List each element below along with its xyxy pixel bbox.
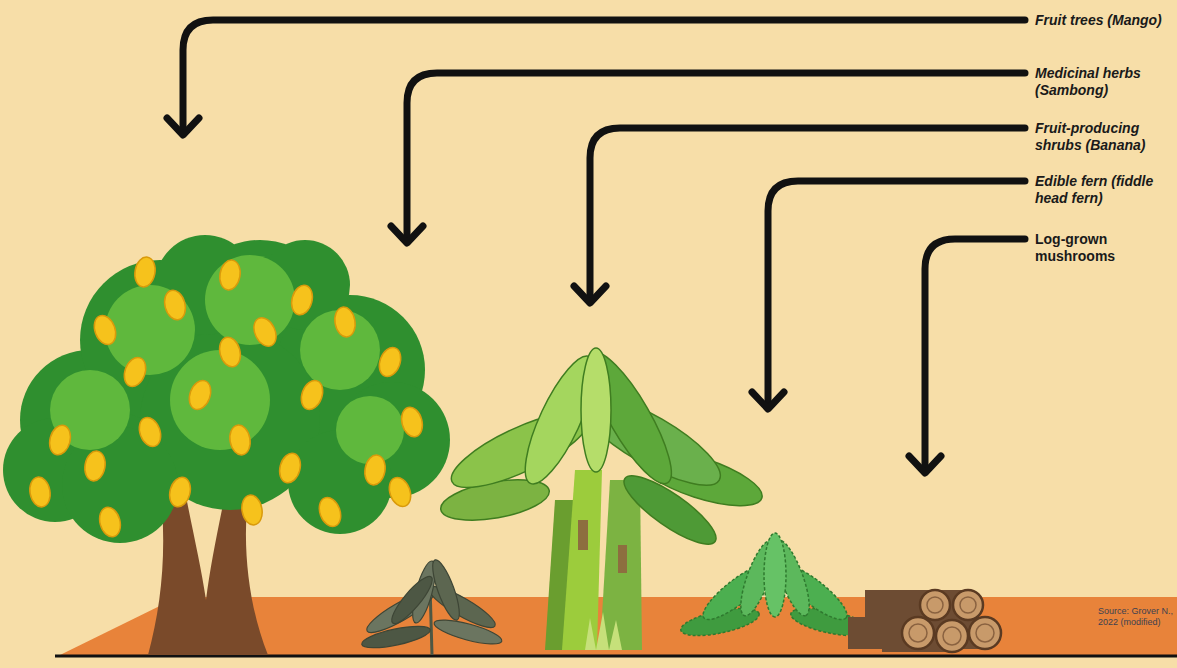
mango-fruit: [228, 423, 253, 456]
mango-fruit: [90, 312, 119, 347]
mango-fruit: [185, 377, 214, 412]
log-end: [953, 590, 983, 620]
log-ring: [943, 627, 961, 645]
mango-fruit: [133, 255, 158, 288]
banana-stem: [600, 480, 642, 650]
canopy-highlight: [105, 285, 195, 375]
log-ring: [927, 597, 943, 613]
mango-fruit: [398, 405, 425, 439]
banana-leaf: [581, 348, 611, 472]
arrow-head: [752, 392, 784, 409]
arrow-head: [574, 286, 606, 303]
leader-label: Fruit-producing shrubs (Banana): [1035, 120, 1175, 154]
leader-line: [768, 181, 1025, 406]
herb-leaf: [428, 557, 465, 623]
mango-fruit: [385, 474, 414, 509]
herb-leaf: [360, 622, 432, 652]
canopy-highlight: [170, 350, 270, 450]
arrow-head: [167, 118, 199, 135]
mango-fruit: [363, 453, 388, 486]
leader-line: [590, 128, 1025, 300]
log-ring: [976, 624, 994, 642]
source-note: Source: Grover N., 2022 (modified): [1098, 606, 1176, 628]
mango-fruit: [161, 288, 188, 322]
banana-stem: [562, 470, 602, 650]
mango-fruit: [96, 505, 123, 539]
mango-fruit: [250, 314, 281, 350]
herb-leaf: [387, 572, 438, 628]
banana-grass: [585, 612, 622, 650]
mango-fruit: [288, 283, 315, 317]
banana-stem-patch: [578, 520, 588, 550]
mango-fruit: [218, 258, 243, 291]
canopy-highlight: [205, 255, 295, 345]
leader-label: Edible fern (fiddle head fern): [1035, 173, 1175, 207]
mango-fruit: [46, 423, 73, 457]
mango-fruit: [297, 377, 326, 412]
herb-leaf: [432, 615, 504, 649]
banana-stem-patch: [618, 545, 627, 573]
leader-label: Fruit trees (Mango): [1035, 12, 1175, 29]
mango-fruit: [333, 305, 358, 338]
log-end: [969, 617, 1001, 649]
mango-fruit: [315, 494, 344, 529]
mango-fruit: [166, 475, 193, 509]
leader-label: Medicinal herbs (Sambong): [1035, 65, 1175, 99]
leader-line: [925, 239, 1025, 470]
log-end: [920, 590, 950, 620]
log-end: [936, 620, 968, 652]
mango-fruit: [83, 449, 108, 482]
arrow-head: [391, 226, 423, 243]
leader-label: Log-grown mushrooms: [1035, 231, 1175, 265]
log-ring: [960, 597, 976, 613]
mango-fruit: [135, 414, 164, 449]
mango-fruit: [375, 344, 404, 379]
fern-frond: [764, 533, 786, 617]
leader-line: [407, 73, 1025, 240]
mango-fruit: [120, 354, 149, 389]
canopy-highlight: [336, 396, 404, 464]
banana-leaf: [575, 343, 685, 493]
mango-fruit: [28, 475, 53, 508]
log-ring: [909, 624, 927, 642]
mango-fruit: [216, 335, 243, 369]
log-end: [902, 617, 934, 649]
mango-fruit: [276, 451, 303, 485]
arrow-head: [909, 456, 941, 473]
mango-fruit: [240, 493, 265, 526]
